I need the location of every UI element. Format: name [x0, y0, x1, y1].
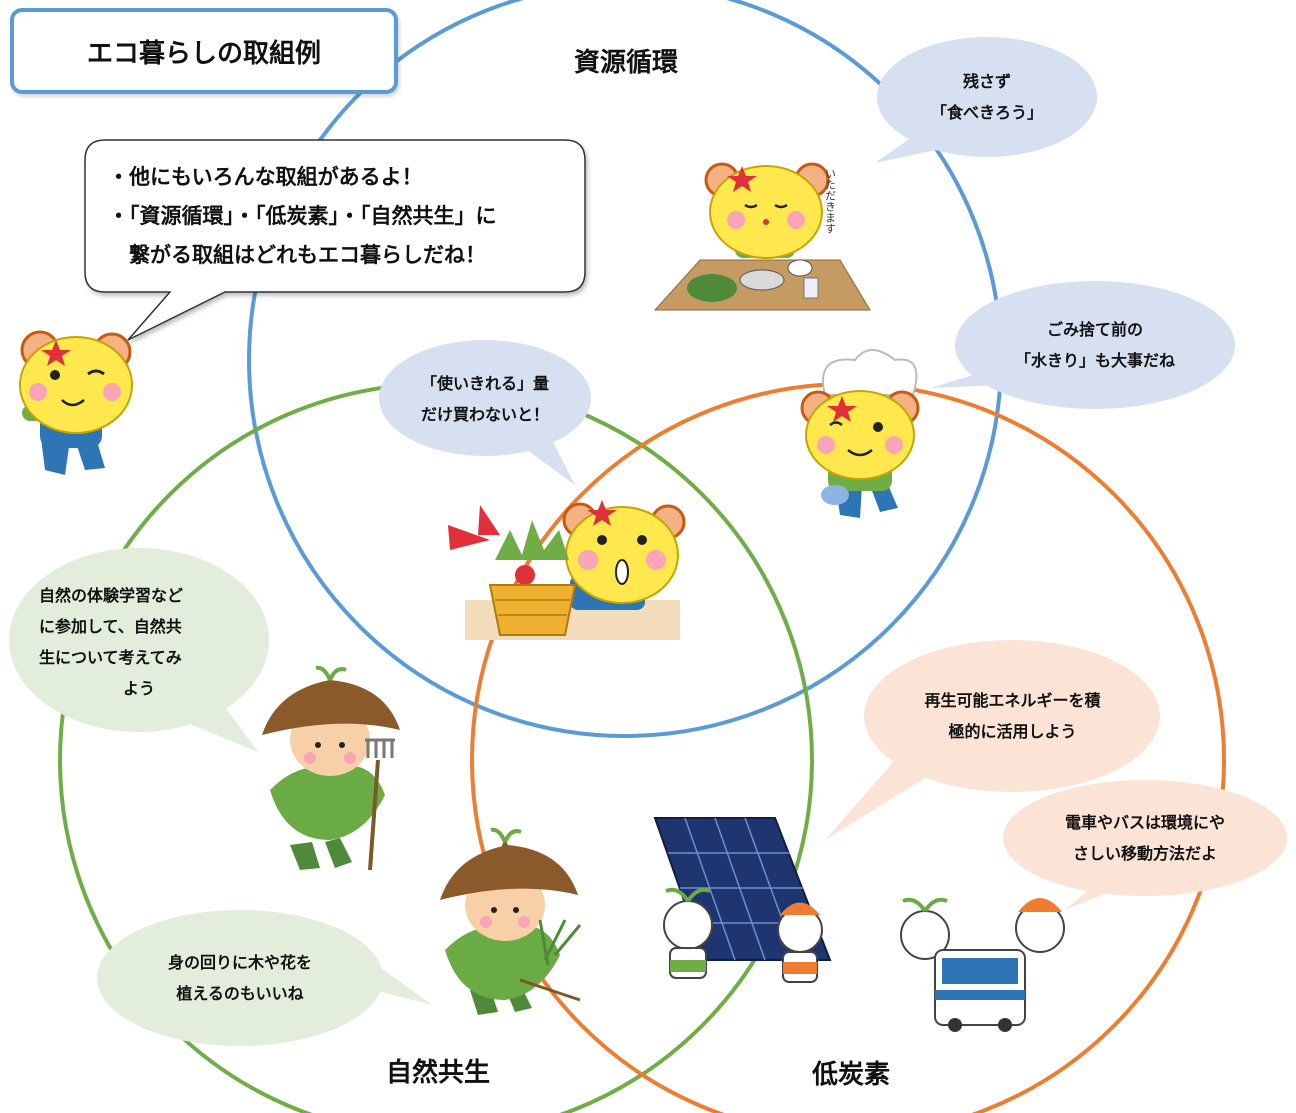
mascot-eating-illustration: いただきます	[653, 162, 871, 311]
bubble-transport-text: 電車やバスは環境にや さしい移動方法だよ	[1064, 813, 1225, 863]
bubble-transport	[1003, 780, 1287, 910]
main-speech-line: 繋がる取組はどれもエコ暮らしだね！	[108, 243, 486, 267]
page-title: エコ暮らしの取組例	[10, 8, 398, 94]
nature-character-planting-illustration	[440, 827, 582, 1015]
bubble-food-waste	[875, 37, 1097, 163]
bubble-planting	[97, 910, 432, 1046]
nature-circle-label: 自然共生	[386, 1058, 491, 1088]
bus-illustration	[900, 897, 1065, 1032]
main-speech-bubble	[84, 139, 586, 341]
svg-text:いただきます: いただきます	[824, 168, 837, 234]
mascot-shopping-illustration	[448, 500, 686, 640]
bubble-food-waste-text: 残さず 「食べきろう」	[930, 72, 1043, 122]
resource-circle-label: 資源循環	[574, 48, 679, 78]
main-speech-text: ・他にもいろんな取組があるよ！ ・「資源循環」・「低炭素」・「自然共生」に 繋が…	[108, 158, 568, 275]
bubble-renewable-text: 再生可能エネルギーを積 極的に活用しよう	[924, 691, 1101, 741]
bubble-planting-text: 身の回りに木や花を 植えるのもいいね	[167, 953, 312, 1003]
lowcarbon-circle-label: 低炭素	[812, 1060, 891, 1090]
nature-character-rake-illustration	[262, 665, 400, 871]
bubble-renewable	[825, 640, 1160, 840]
bubble-shopping	[379, 340, 591, 485]
mascot-winking-illustration	[19, 330, 133, 475]
mascot-chef-illustration	[800, 349, 920, 518]
bubble-garbage	[930, 281, 1235, 409]
main-speech-line: ・他にもいろんな取組があるよ！	[108, 165, 423, 189]
solar-panel-illustration	[653, 817, 832, 983]
bubble-shopping-text: 「使いきれる」量 だけ買わないと！	[420, 374, 549, 424]
bubble-nature-study-text: 自然の体験学習など に参加して、自然共 生について考えてみ よう	[39, 586, 184, 698]
bubble-nature-study	[9, 548, 269, 752]
bubble-garbage-text: ごみ捨て前の 「水きり」も大事だね	[1014, 320, 1175, 370]
main-speech-line: ・「資源循環」・「低炭素」・「自然共生」に	[108, 204, 497, 228]
